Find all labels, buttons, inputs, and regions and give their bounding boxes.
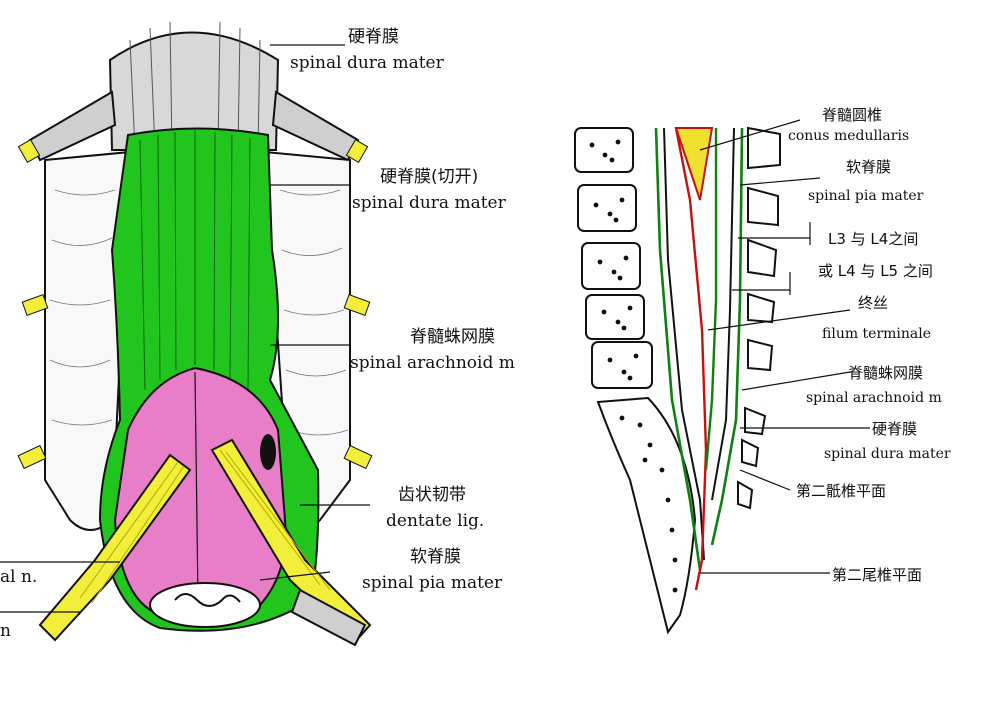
vertebra-5 [591, 341, 653, 389]
left-leader-lines [0, 44, 370, 613]
label-right-pia-en: spinal pia mater [808, 188, 924, 204]
label-dentate-zh: 齿状韧带 [398, 485, 466, 505]
label-right-arachnoid-zh: 脊髓蛛网膜 [848, 364, 923, 382]
pia-filum-line [674, 127, 708, 591]
vertebra-3 [581, 242, 641, 290]
label-conus-zh: 脊髓圆椎 [822, 106, 882, 124]
posterior-dura-line [704, 128, 718, 471]
label-s2-level: 第二骶椎平面 [796, 482, 886, 500]
vessel-dot [260, 434, 276, 470]
upper-left-root-sleeve [28, 90, 117, 162]
dentate-ligament-left [79, 461, 185, 604]
label-pia-zh: 软脊膜 [410, 547, 461, 567]
label-dura-zh: 硬脊膜 [348, 27, 399, 47]
cord-midline [194, 371, 199, 601]
dura-sac-illustration [17, 21, 373, 647]
label-edge-2: n [0, 621, 11, 641]
vertebra-4 [585, 294, 645, 340]
vertebra-2 [577, 184, 637, 232]
right-leader-lines [699, 119, 870, 574]
conus-medullaris [674, 127, 714, 201]
label-conus-en: conus medullaris [788, 128, 909, 144]
label-arachnoid-en: spinal arachnoid m [350, 353, 515, 373]
label-filum-zh: 终丝 [858, 294, 888, 312]
vertebra-spots [589, 139, 639, 381]
label-l3l4: L3 与 L4之间 [828, 230, 918, 248]
upper-left-root-cut [17, 139, 41, 163]
lower-right-root-sleeve [290, 588, 367, 647]
spinous-processes [737, 126, 781, 510]
label-right-arachnoid-en: spinal arachnoid m [806, 390, 942, 406]
label-filum-en: filum terminale [822, 326, 931, 342]
label-dura-cut-en: spinal dura mater [352, 193, 507, 213]
dura-fibers [129, 21, 261, 151]
label-pia-en: spinal pia mater [362, 573, 503, 593]
root-stump-l1 [21, 294, 49, 316]
upper-right-root-cut [345, 139, 369, 163]
dura-flap-texture [49, 189, 349, 436]
label-l4l5: 或 L4 与 L5 之间 [818, 262, 933, 280]
cord-grey-matter [174, 593, 241, 607]
root-stump-r2 [343, 444, 373, 470]
label-edge-1: al n. [0, 567, 37, 587]
label-right-pia-zh: 软脊膜 [846, 158, 891, 176]
sagittal-section [574, 126, 781, 635]
label-co2-level: 第二尾椎平面 [832, 566, 922, 584]
arachnoid-texture [139, 130, 251, 391]
label-dentate-en: dentate lig. [386, 511, 484, 531]
arachnoid-line [663, 127, 735, 561]
label-arachnoid-zh: 脊髓蛛网膜 [410, 327, 495, 347]
sacrum-spots [619, 415, 678, 593]
label-right-dura-zh: 硬脊膜 [872, 420, 917, 438]
root-stump-r1 [343, 294, 371, 316]
dura-mater-intact [108, 31, 280, 151]
vertebra-1 [574, 127, 634, 173]
root-stump-l2 [17, 444, 47, 470]
sacrum [596, 396, 697, 635]
label-right-dura-en: spinal dura mater [824, 446, 951, 462]
label-dura-cut-zh: 硬脊膜(切开) [380, 167, 478, 187]
vertebral-bodies [574, 127, 653, 389]
label-dura-en: spinal dura mater [290, 53, 445, 73]
dura-mater-line [654, 127, 744, 571]
right-nerve-root [210, 438, 372, 644]
left-nerve-root [38, 453, 192, 642]
dentate-ligament-right [219, 449, 331, 591]
upper-right-root-sleeve [271, 90, 360, 162]
